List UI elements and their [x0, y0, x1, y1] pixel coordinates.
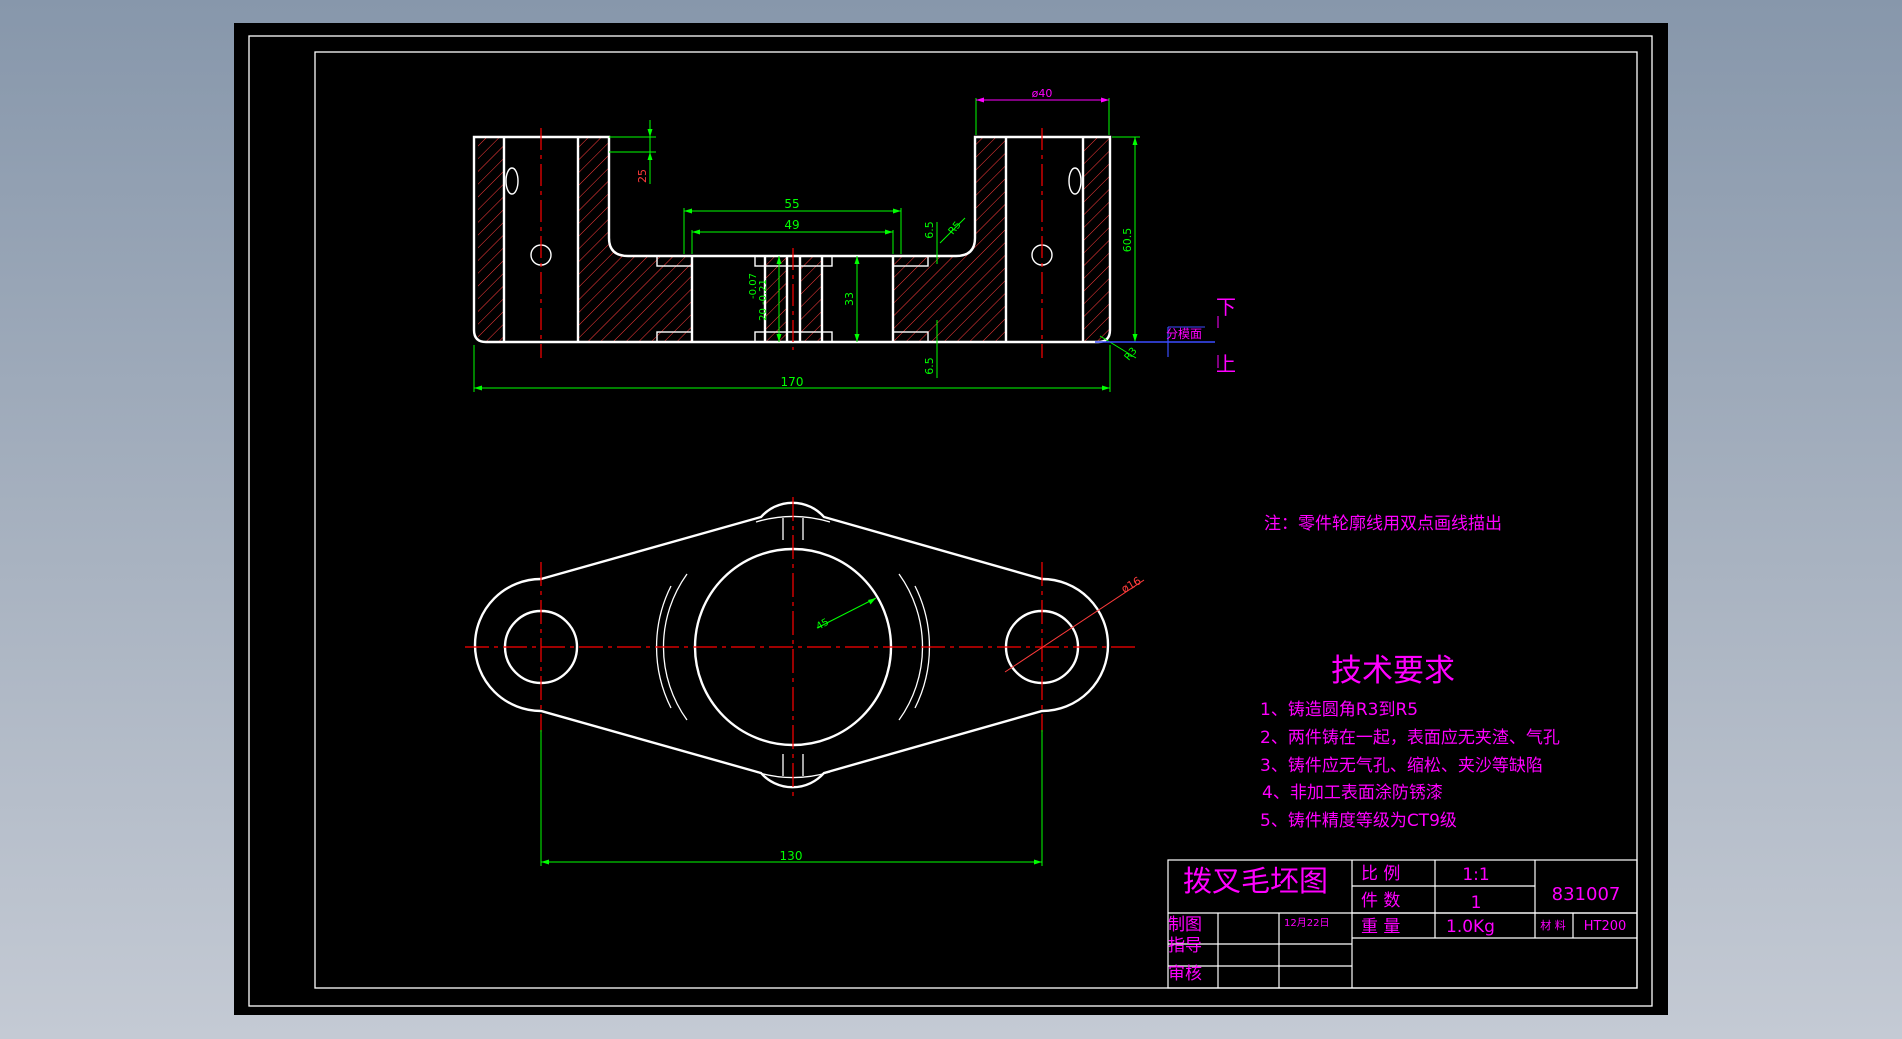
drawn-date: 12月22日	[1284, 917, 1329, 929]
review-label: 审核	[1168, 964, 1202, 984]
weight-label: 重 量	[1361, 917, 1400, 937]
outer-border	[248, 35, 1653, 1007]
tech-item: 1、铸造圆角R3到R5	[1260, 700, 1418, 720]
guide-label: 指导	[1168, 936, 1202, 956]
count-label: 件 数	[1361, 891, 1400, 911]
dim-130: 130	[780, 849, 803, 863]
tech-item: 5、铸件精度等级为CT9级	[1260, 811, 1457, 831]
technical-requirements: 技术要求 1、铸造圆角R3到R5 2、两件铸在一起，表面应无夹渣、气孔 3、铸件…	[1260, 653, 1560, 831]
scale-label: 比 例	[1361, 864, 1400, 884]
parting-up: 上	[1216, 352, 1236, 376]
dim-170: 170	[781, 375, 804, 389]
dim-49: 49	[784, 218, 799, 232]
top-dim-arrows	[541, 598, 1042, 865]
dim-25: 25	[636, 169, 649, 183]
front-dimensions	[473, 98, 1140, 392]
weight-value: 1.0Kg	[1446, 917, 1495, 937]
outline-note: 注：零件轮廓线用双点画线描出	[1264, 514, 1502, 534]
front-centerlines	[540, 128, 1043, 358]
tech-item: 2、两件铸在一起，表面应无夹渣、气孔	[1260, 728, 1560, 748]
inner-frame	[314, 51, 1638, 989]
top-view: 45 ø16 130	[465, 497, 1145, 866]
core-prints	[505, 167, 1082, 343]
dim-tol-upper: -0.07	[748, 273, 759, 299]
dim-20-tol: 20 -0.21	[758, 279, 769, 321]
section-hatch	[478, 137, 1109, 342]
parting-symbol	[1095, 316, 1219, 368]
drawn-by-label: 制图	[1168, 915, 1202, 935]
drawing-title: 拨叉毛坯图	[1183, 864, 1328, 898]
tech-item: 3、铸件应无气孔、缩松、夹沙等缺陷	[1260, 756, 1543, 776]
tech-item: 4、非加工表面涂防锈漆	[1262, 783, 1443, 803]
parting-label: 分模面	[1166, 327, 1202, 341]
section-outline	[472, 135, 1112, 344]
front-dim-arrows	[474, 97, 1138, 391]
scale-value: 1:1	[1462, 865, 1489, 885]
dim-33: 33	[843, 292, 856, 306]
top-dimensions	[540, 579, 1145, 866]
tech-title: 技术要求	[1331, 653, 1455, 689]
dim-6-5-bottom: 6.5	[923, 357, 936, 375]
parting-down: 下	[1216, 295, 1236, 319]
dim-dia-40: ø40	[1032, 87, 1053, 100]
material-value: HT200	[1584, 919, 1627, 934]
front-section-view: ø40 25 55 49 6.5 R5 60.5 33 -0.07 20 -0.…	[472, 87, 1236, 392]
title-block-grid	[1167, 859, 1638, 989]
dim-60-5: 60.5	[1121, 228, 1134, 253]
material-label: 材 料	[1540, 918, 1566, 932]
drawing-number: 831007	[1552, 884, 1621, 905]
dim-6-5-top: 6.5	[923, 221, 936, 239]
count-value: 1	[1471, 893, 1482, 913]
dim-55: 55	[784, 197, 799, 211]
title-block: 拨叉毛坯图 比 例 1:1 件 数 1 831007 重 量 1.0Kg 材 料…	[1167, 859, 1638, 989]
